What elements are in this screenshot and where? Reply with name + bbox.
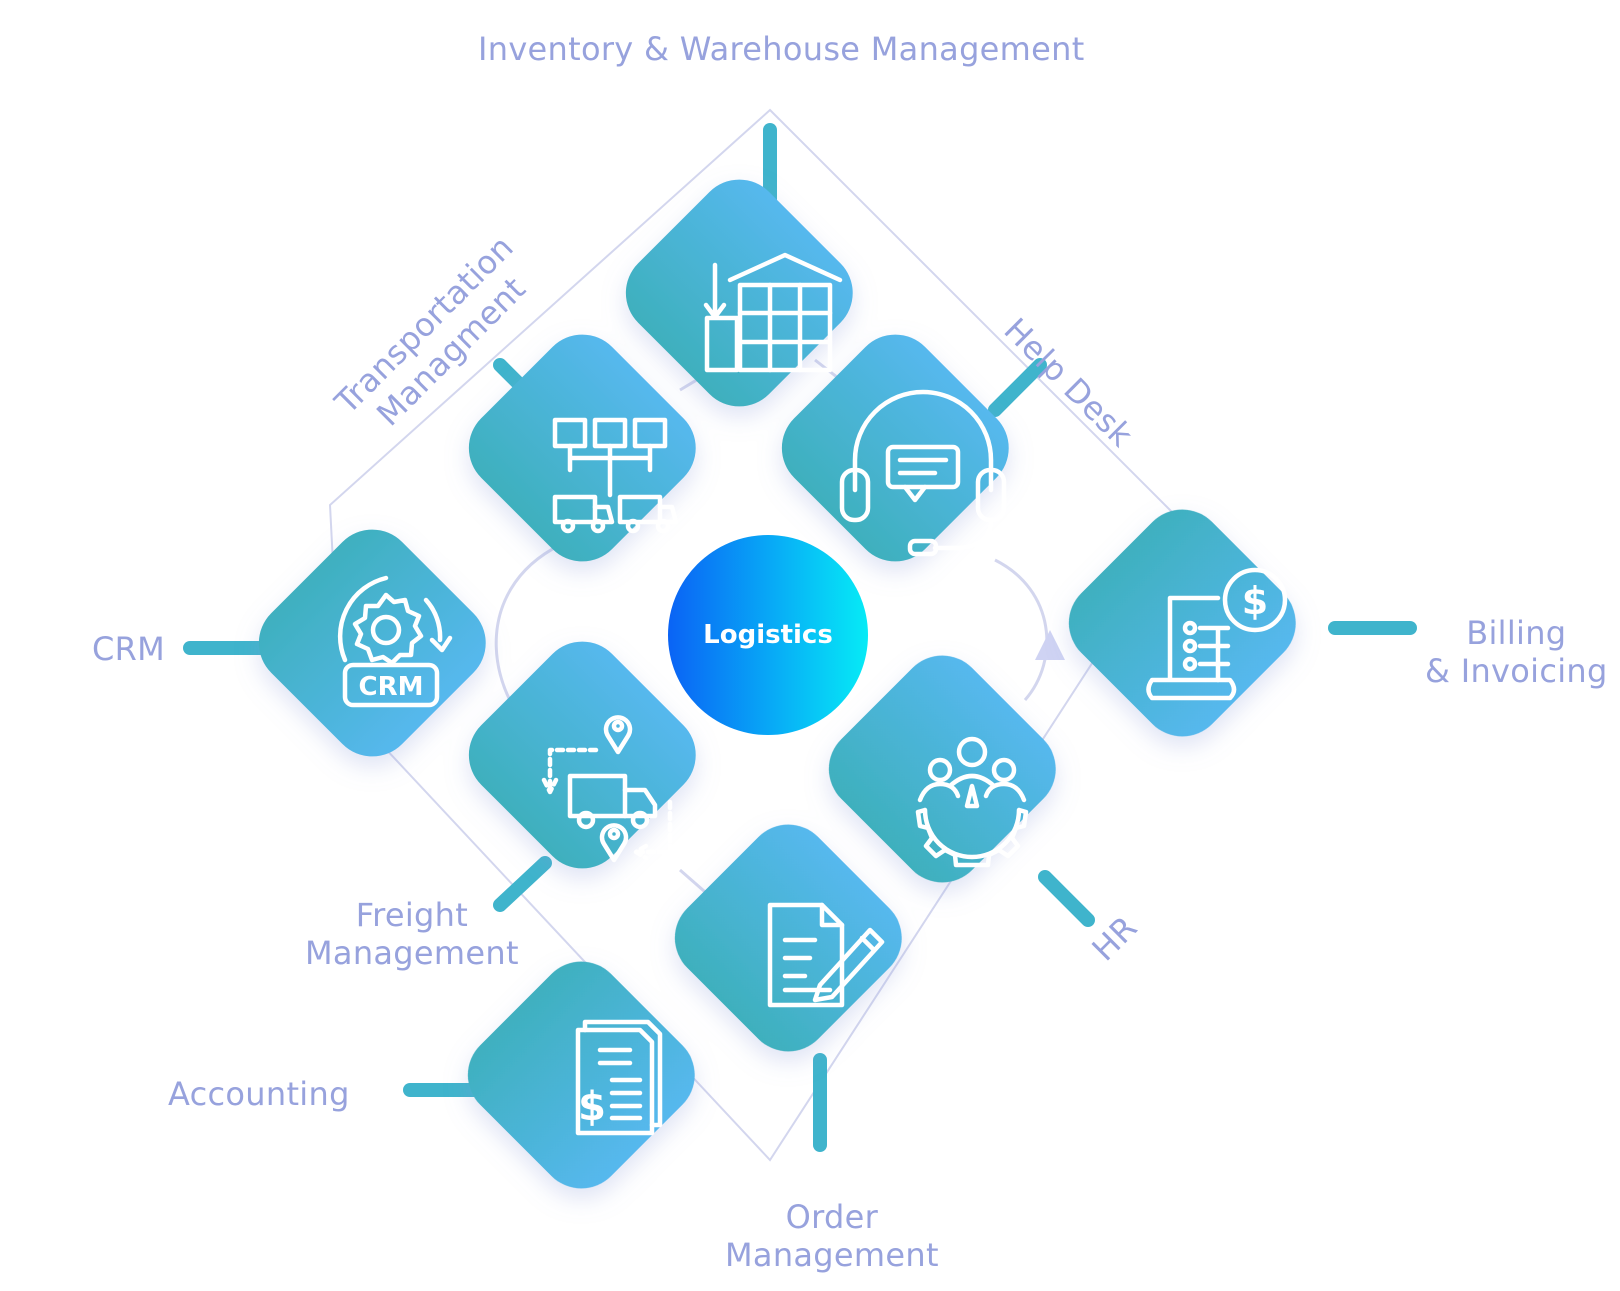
crm-icon-text: CRM (359, 672, 424, 702)
label-order-line2: Management (725, 1236, 939, 1274)
arrow-head-icon (1035, 630, 1065, 660)
svg-text:$: $ (578, 1084, 606, 1130)
crm-gear-icon: CRM (337, 575, 453, 708)
tile-accounting[interactable] (450, 944, 712, 1206)
distribution-trucks-icon (552, 417, 679, 534)
svg-text:$: $ (1242, 579, 1268, 623)
label-billing-line1: Billing (1466, 614, 1567, 652)
connector-help-desk (988, 358, 1047, 417)
label-inventory-warehouse: Inventory & Warehouse Management (478, 30, 1085, 68)
tile-crm[interactable] (241, 512, 503, 774)
label-freight-line1: Freight (355, 896, 469, 934)
label-billing-line2: & Invoicing (1425, 652, 1608, 690)
invoice-dollar-icon: $ (1146, 567, 1288, 701)
center-label: Logistics (703, 620, 833, 650)
outer-diamond-outline (328, 108, 1185, 1162)
tile-billing[interactable] (1051, 492, 1313, 754)
accounting-document-icon: $ (575, 1019, 663, 1136)
label-order-line1: Order (785, 1198, 879, 1236)
team-gear-icon (915, 736, 1029, 868)
connector-hr (1038, 870, 1095, 927)
label-order: Order Management (725, 1198, 939, 1274)
connector-freight (493, 856, 552, 912)
document-pen-icon (767, 902, 885, 1008)
freight-route-truck-icon (541, 715, 673, 863)
label-freight: Freight Management (305, 896, 519, 972)
label-billing: Billing & Invoicing (1425, 614, 1608, 690)
warehouse-icon (703, 252, 843, 373)
headset-support-icon (839, 389, 1007, 557)
label-crm: CRM (92, 630, 166, 668)
label-freight-line2: Management (305, 934, 519, 972)
label-accounting: Accounting (168, 1075, 350, 1113)
tile-hr[interactable] (811, 638, 1073, 900)
inner-loop-right (994, 558, 1049, 701)
logistics-center-circle (668, 535, 868, 735)
